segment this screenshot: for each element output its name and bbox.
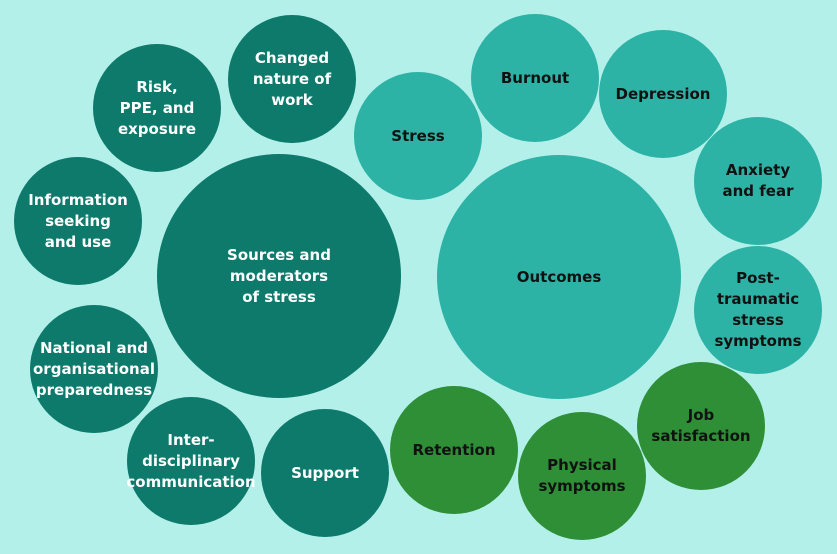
label-line: nature of: [252, 69, 332, 88]
bubble-retention: Retention: [390, 386, 518, 514]
bubble-label: Changed nature of work: [253, 48, 331, 111]
label-line: Inter-: [167, 430, 215, 449]
bubble-information-seeking: Information seeking and use: [14, 157, 142, 285]
label-line: and use: [44, 232, 112, 251]
bubble-label: Post-traumatic stress symptoms: [714, 268, 801, 352]
bubble-changed-nature-of-work: Changed nature of work: [228, 15, 356, 143]
label-line: satisfaction: [651, 427, 751, 445]
label-line: of stress: [242, 287, 316, 306]
bubble-label: Support: [291, 463, 359, 484]
label-line: seeking: [45, 211, 111, 230]
label-line: moderators: [229, 266, 329, 285]
bubble-stress: Stress: [354, 72, 482, 200]
label-line: Risk,: [136, 77, 178, 96]
label-line: Outcomes: [516, 267, 602, 286]
bubble-burnout: Burnout: [471, 14, 599, 142]
label-line: Depression: [615, 84, 711, 103]
label-line: communication: [126, 472, 256, 491]
label-line: Burnout: [500, 68, 570, 87]
bubble-label: Outcomes: [517, 267, 602, 288]
label-line: symptoms: [714, 332, 802, 350]
label-line: Anxiety: [725, 161, 791, 179]
label-line: exposure: [117, 119, 197, 138]
label-line: work: [271, 90, 313, 109]
bubble-risk-ppe-exposure: Risk, PPE, and exposure: [93, 44, 221, 172]
label-line: Stress: [391, 126, 445, 145]
bubble-depression: Depression: [599, 30, 727, 158]
bubble-label: Physical symptoms: [538, 455, 625, 497]
bubble-label: National and organisational preparedness: [33, 338, 155, 401]
label-line: symptoms: [538, 477, 626, 495]
bubble-label: Risk, PPE, and exposure: [118, 77, 196, 140]
bubble-label: Sources and moderators of stress: [227, 245, 331, 308]
bubble-post-traumatic-stress: Post-traumatic stress symptoms: [694, 246, 822, 374]
label-line: organisational: [33, 359, 155, 378]
bubble-sources-hub: Sources and moderators of stress: [157, 154, 401, 398]
bubble-physical-symptoms: Physical symptoms: [518, 412, 646, 540]
label-line: Support: [291, 463, 359, 482]
bubble-label: Depression: [616, 84, 711, 105]
label-line: Physical: [547, 456, 617, 474]
label-line: traumatic: [716, 290, 800, 308]
label-line: National and: [40, 338, 148, 357]
bubble-preparedness: National and organisational preparedness: [30, 305, 158, 433]
bubble-label: Inter-disciplinary communication: [126, 430, 255, 493]
bubble-outcomes-hub: Outcomes: [437, 155, 681, 399]
label-line: Post-: [736, 269, 780, 287]
bubble-support: Support: [261, 409, 389, 537]
label-line: Changed: [254, 48, 330, 67]
label-line: preparedness: [35, 380, 153, 399]
bubble-label: Retention: [412, 440, 495, 461]
bubble-label: Stress: [391, 126, 444, 147]
bubble-job-satisfaction: Job satisfaction: [637, 362, 765, 490]
label-line: stress: [732, 311, 784, 329]
bubble-label: Anxiety and fear: [723, 160, 794, 202]
bubble-interdisciplinary-communication: Inter-disciplinary communication: [126, 397, 256, 525]
bubble-label: Information seeking and use: [28, 190, 128, 253]
label-line: Retention: [412, 440, 496, 459]
label-line: Information: [28, 190, 128, 209]
label-line: and fear: [722, 182, 794, 200]
bubble-label: Burnout: [501, 68, 569, 89]
bubble-label: Job satisfaction: [651, 405, 750, 447]
label-line: Job: [687, 406, 715, 424]
label-line: Sources and: [227, 245, 331, 264]
bubble-anxiety-and-fear: Anxiety and fear: [694, 117, 822, 245]
label-line: disciplinary: [142, 451, 240, 470]
label-line: PPE, and: [119, 98, 195, 117]
